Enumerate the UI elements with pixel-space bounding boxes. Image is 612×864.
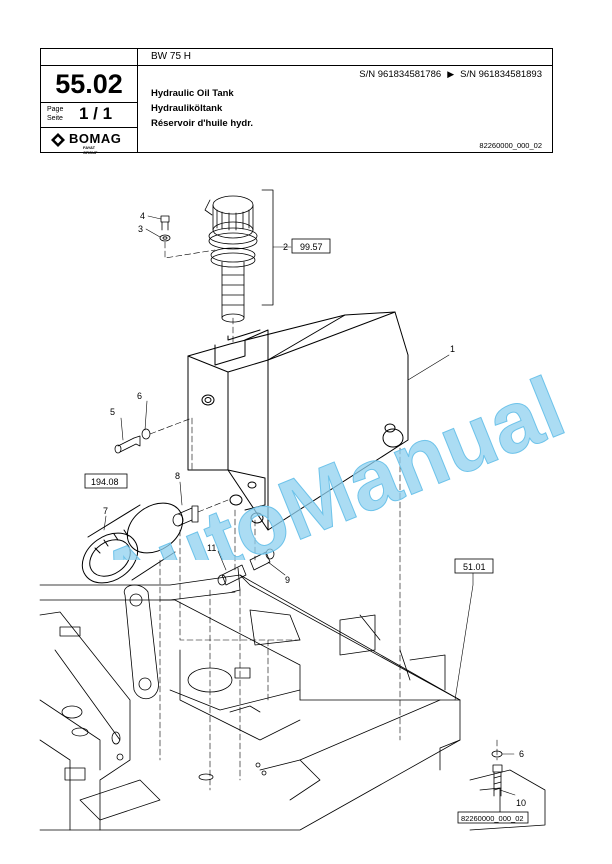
watermark: AutoManual bbox=[84, 359, 570, 560]
title-english: Hydraulic Oil Tank bbox=[151, 88, 234, 99]
oil-filter bbox=[81, 502, 184, 584]
arrow-right-icon: ▶ bbox=[447, 69, 455, 79]
model-name: BW 75 H bbox=[151, 51, 192, 62]
drawing-reference: 82260000_000_02 bbox=[461, 814, 524, 823]
page-label: Page Seite bbox=[47, 105, 63, 123]
leader-lines bbox=[103, 215, 516, 796]
header-divider bbox=[137, 65, 552, 66]
header-divider bbox=[41, 102, 137, 103]
fitting-item-9 bbox=[249, 548, 275, 571]
document-reference: 82260000_000_02 bbox=[479, 141, 542, 150]
reference-boxes: 99.57 194.08 51.01 82260000_000_02 bbox=[84, 238, 529, 824]
watermark-text: AutoManual bbox=[85, 359, 570, 560]
fitting-item-11 bbox=[217, 564, 247, 593]
header-divider bbox=[137, 49, 138, 152]
header-divider bbox=[41, 65, 137, 66]
machine-frame bbox=[39, 574, 546, 831]
filler-breather-assembly bbox=[204, 195, 258, 323]
callout-6-right: 6 bbox=[519, 749, 524, 759]
bolt-item-4 bbox=[159, 215, 171, 242]
callout-3: 3 bbox=[138, 224, 143, 234]
page-label-en: Page bbox=[47, 106, 64, 113]
page-value: 1 / 1 bbox=[79, 104, 113, 123]
callout-bracket bbox=[261, 189, 274, 306]
hydraulic-oil-tank bbox=[187, 311, 409, 531]
callout-11: 11 bbox=[207, 543, 216, 553]
bomag-logo-icon bbox=[51, 133, 65, 147]
callout-9: 9 bbox=[285, 575, 290, 585]
serial-to: S/N 961834581893 bbox=[460, 69, 542, 80]
ref-box-51-01: 51.01 bbox=[463, 562, 486, 572]
header-block: BW 75 H 55.02 Page Seite 1 / 1 BOMAG FAY… bbox=[40, 48, 553, 155]
assembly-guide-lines bbox=[149, 241, 498, 791]
callout-2: 2 bbox=[283, 242, 288, 252]
title-french: Réservoir d'huile hydr. bbox=[151, 118, 254, 129]
brand-name: BOMAG bbox=[69, 131, 122, 146]
callout-10: 10 bbox=[516, 798, 526, 808]
ref-box-194-08: 194.08 bbox=[91, 477, 119, 487]
callout-4: 4 bbox=[140, 211, 145, 221]
callout-5: 5 bbox=[110, 407, 115, 417]
callout-labels: 4 3 2 1 6 5 7 8 11 9 6 10 bbox=[103, 211, 526, 808]
callout-7: 7 bbox=[103, 506, 108, 516]
brand-sub: FAYAT GROUP bbox=[83, 145, 98, 155]
callout-1: 1 bbox=[450, 344, 455, 354]
serial-from: S/N 961834581786 bbox=[359, 69, 442, 80]
page-label-de: Seite bbox=[47, 115, 63, 122]
fitting-item-8 bbox=[172, 505, 199, 527]
serial-range: S/N 961834581786 ▶ S/N 961834581893 bbox=[359, 69, 542, 80]
callout-8: 8 bbox=[175, 471, 180, 481]
ref-box-99-57: 99.57 bbox=[300, 242, 323, 252]
callout-6: 6 bbox=[137, 391, 142, 401]
title-german: Hydrauliköltank bbox=[151, 103, 223, 114]
header-divider bbox=[41, 127, 137, 128]
section-number: 55.02 bbox=[55, 69, 123, 99]
